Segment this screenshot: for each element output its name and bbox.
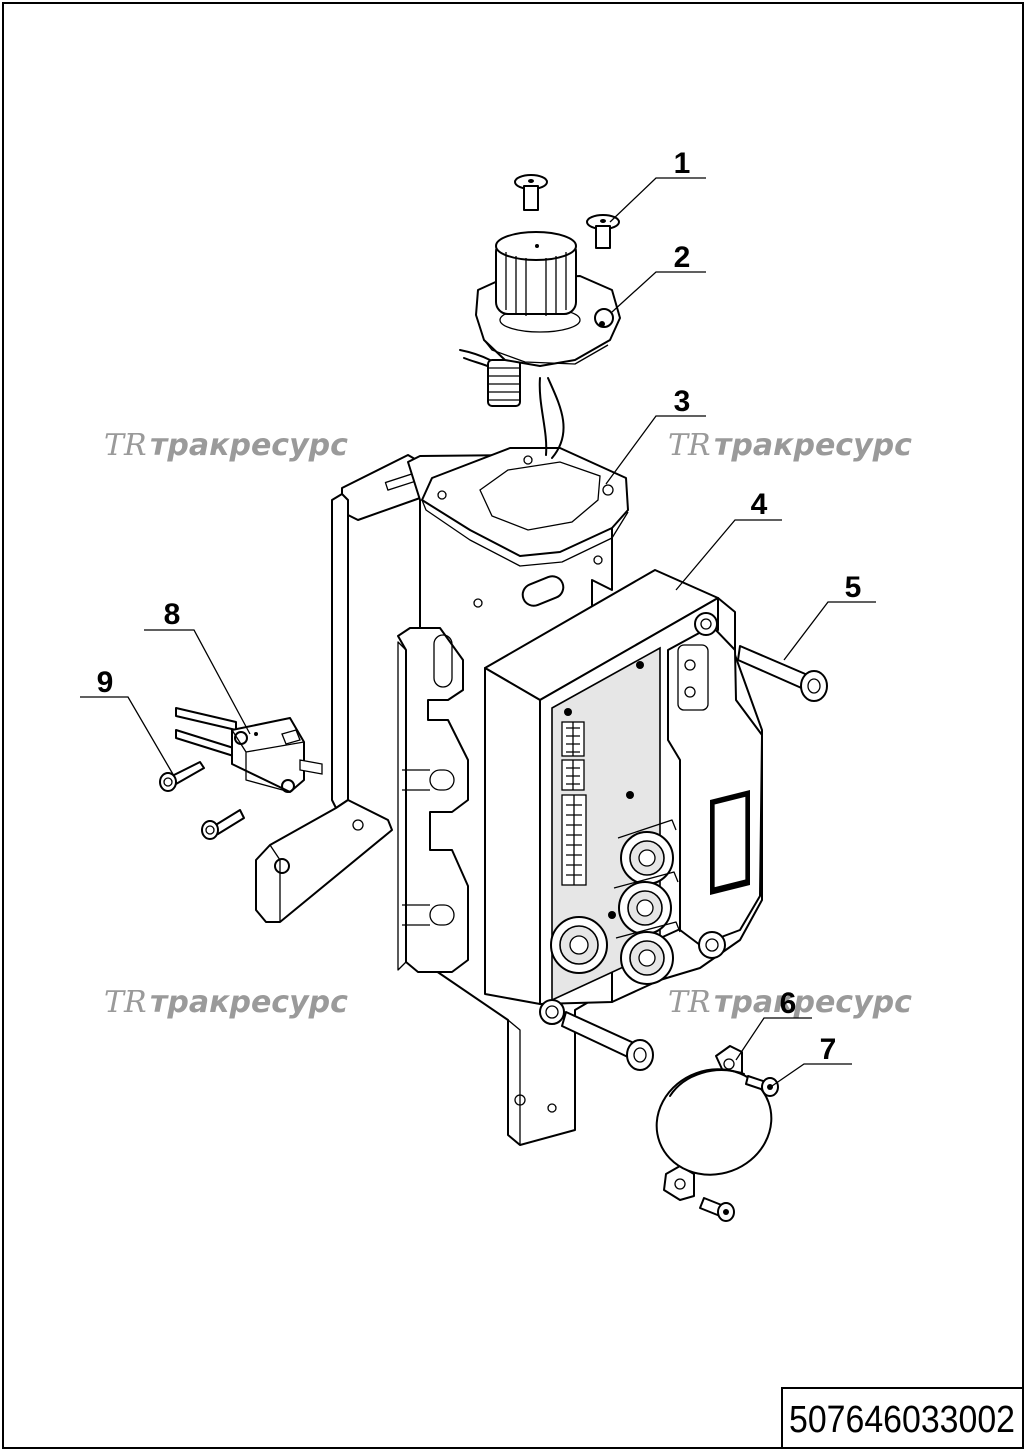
callout-label: 1 [674,147,691,180]
callout-6: 6 [735,987,812,1061]
watermark-logo: TR [104,985,147,1020]
watermark-text: тракресурс [150,428,348,463]
callout-8: 8 [144,598,251,735]
watermark-logo: TR [668,985,711,1020]
part-number: 507646033002 [789,1399,1015,1441]
watermark-text: тракресурс [714,985,912,1020]
callout-4: 4 [675,488,782,591]
watermark-bottom-left: TR тракресурс [104,985,348,1020]
callout-label: 9 [97,666,114,699]
watermark-logo: TR [668,428,711,463]
small-cap-screw-part [159,761,205,792]
position-sensor-part [459,231,621,459]
micro-switch-part [175,707,323,793]
part-number-box [781,1387,1024,1449]
watermark-top-left: TR тракресурс [104,428,348,463]
callout-2: 2 [611,241,706,313]
watermark-text: тракресурс [150,985,348,1020]
cover-cap-part [655,1045,773,1201]
countersunk-screw-part [514,174,548,211]
watermark-logo: TR [104,428,147,463]
small-screw-part [699,1197,735,1222]
callout-label: 2 [674,241,691,274]
callout-5: 5 [783,571,876,661]
callout-9: 9 [80,666,175,777]
watermark-top-right: TR тракресурс [668,428,912,463]
callout-label: 4 [751,488,768,521]
small-cap-screw-part [201,809,245,840]
countersunk-screw-part [586,214,620,249]
callout-label: 3 [674,385,691,418]
cap-screw-part [561,1011,654,1071]
watermark-bottom-right: TR тракресурс [668,985,912,1020]
controller-unit-part [484,569,763,1025]
callout-label: 8 [164,598,181,631]
cap-screw-part [737,645,828,702]
callout-label: 5 [845,571,862,604]
small-screw-part [745,1075,779,1097]
callout-label: 6 [780,987,797,1020]
callout-label: 7 [820,1033,837,1066]
watermark-text: тракресурс [714,428,912,463]
callout-3: 3 [605,385,706,485]
callout-1: 1 [609,147,706,223]
callout-7: 7 [771,1033,852,1087]
gasket-part [421,447,629,567]
